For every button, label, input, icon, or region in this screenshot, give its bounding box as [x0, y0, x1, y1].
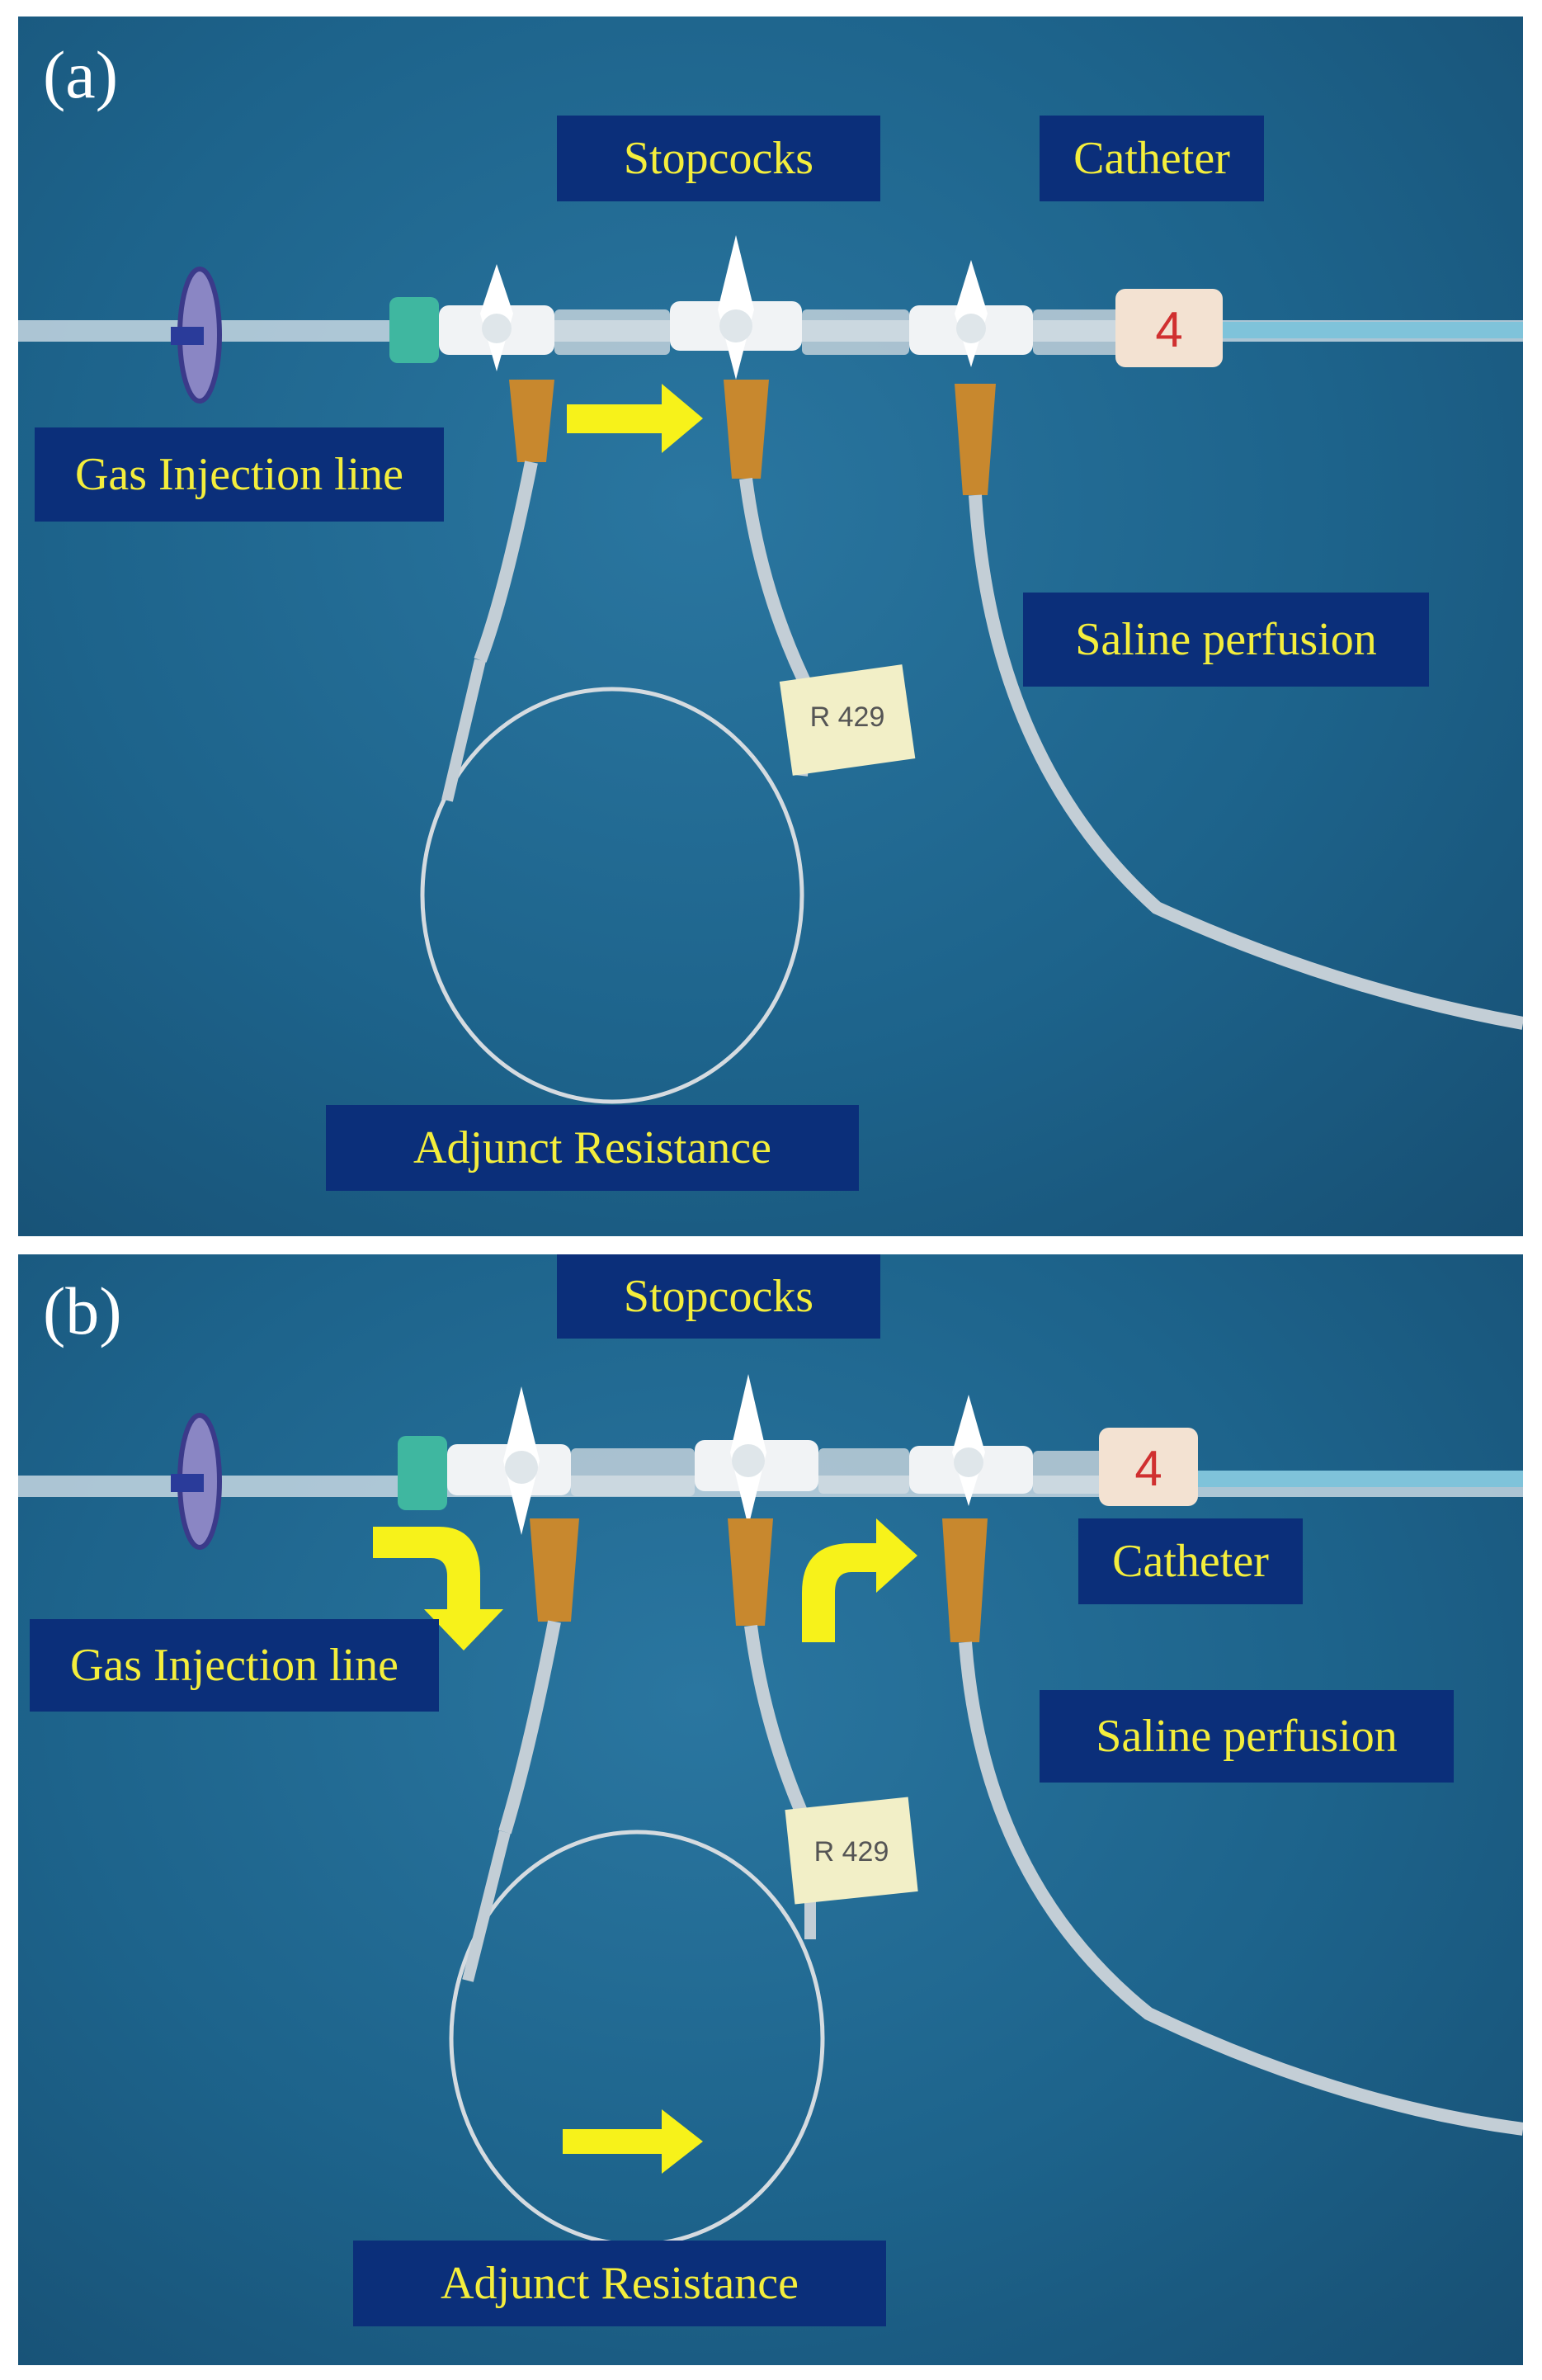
filter-connector: [171, 327, 204, 345]
coil-lead-left: [462, 1830, 511, 1982]
luer-amber-2: [724, 380, 769, 479]
luer-amber-1: [509, 380, 554, 462]
stopcock-1: [439, 264, 554, 371]
resistance-coil: [449, 1830, 825, 2247]
label-gas-injection-line: Gas Injection line: [35, 427, 444, 522]
label-saline-perfusion: Saline perfusion: [1040, 1690, 1454, 1783]
label-saline-perfusion: Saline perfusion: [1023, 593, 1429, 687]
panel-b: 4 R 429 (b) Stopcocks Catheter Gas Injec…: [18, 1254, 1523, 2365]
stopcock-2: [670, 235, 802, 380]
flow-arrow-down-icon: [373, 1527, 503, 1650]
connector-number-a: 4: [1155, 302, 1182, 357]
stopcock-1: [447, 1386, 571, 1535]
coil-lead-left: [441, 659, 486, 802]
label-gas-injection-line: Gas Injection line: [30, 1619, 439, 1712]
connector-number-b: 4: [1134, 1441, 1162, 1496]
luer-amber-1: [530, 1518, 579, 1622]
luer-amber-3: [942, 1518, 988, 1642]
panel-a: 4 R 429 (a) Stopcocks Catheter Gas Injec…: [18, 17, 1523, 1236]
luer-hub-1: [554, 309, 670, 355]
flow-arrow-right-icon: [563, 2109, 703, 2174]
luer-hub-3: [1033, 1451, 1115, 1494]
saline-tube: [959, 1641, 1523, 2136]
resistance-tube-right: [744, 1624, 817, 1835]
panel-letter-a: (a): [43, 37, 119, 112]
luer-amber-3: [955, 384, 996, 495]
photo-scene-a: 4 R 429: [18, 235, 1523, 1104]
stopcock-3: [909, 1395, 1033, 1506]
photo-scene-b: 4 R 429: [18, 1374, 1523, 2247]
luer-hub-2: [802, 309, 909, 355]
catheter-connector: [1115, 289, 1223, 367]
green-connector: [389, 297, 439, 363]
paper-tag-text-a: R 429: [810, 701, 885, 733]
label-adjunct-resistance: Adjunct Resistance: [353, 2241, 886, 2326]
panel-letter-b: (b): [43, 1273, 122, 1348]
paper-tag-text-b: R 429: [814, 1836, 889, 1868]
resistance-coil: [420, 687, 804, 1104]
luer-hub-2: [818, 1448, 909, 1494]
paper-tag-b: R 429: [785, 1797, 918, 1905]
filter-connector: [171, 1474, 204, 1492]
luer-hub-1: [571, 1448, 695, 1496]
luer-hub-3: [1033, 309, 1124, 355]
resistance-tube-right: [739, 477, 817, 697]
label-stopcocks: Stopcocks: [557, 116, 880, 201]
label-adjunct-resistance: Adjunct Resistance: [326, 1105, 859, 1191]
label-catheter: Catheter: [1040, 116, 1264, 201]
catheter-tube: [1223, 322, 1523, 338]
paper-tag-a: R 429: [779, 664, 916, 776]
luer-amber-2: [728, 1518, 773, 1626]
flow-arrow-right-icon: [567, 384, 703, 453]
catheter-tube: [1198, 1471, 1523, 1487]
resistance-tube-left: [498, 1620, 561, 1835]
flow-arrow-up-icon: [802, 1518, 917, 1642]
resistance-tube-left: [474, 460, 538, 663]
label-catheter: Catheter: [1078, 1518, 1303, 1604]
catheter-connector: [1099, 1428, 1198, 1506]
saline-tube: [969, 494, 1523, 1030]
green-connector: [398, 1436, 447, 1510]
label-stopcocks: Stopcocks: [557, 1254, 880, 1339]
stopcock-2: [695, 1374, 818, 1527]
stopcock-3: [909, 260, 1033, 367]
